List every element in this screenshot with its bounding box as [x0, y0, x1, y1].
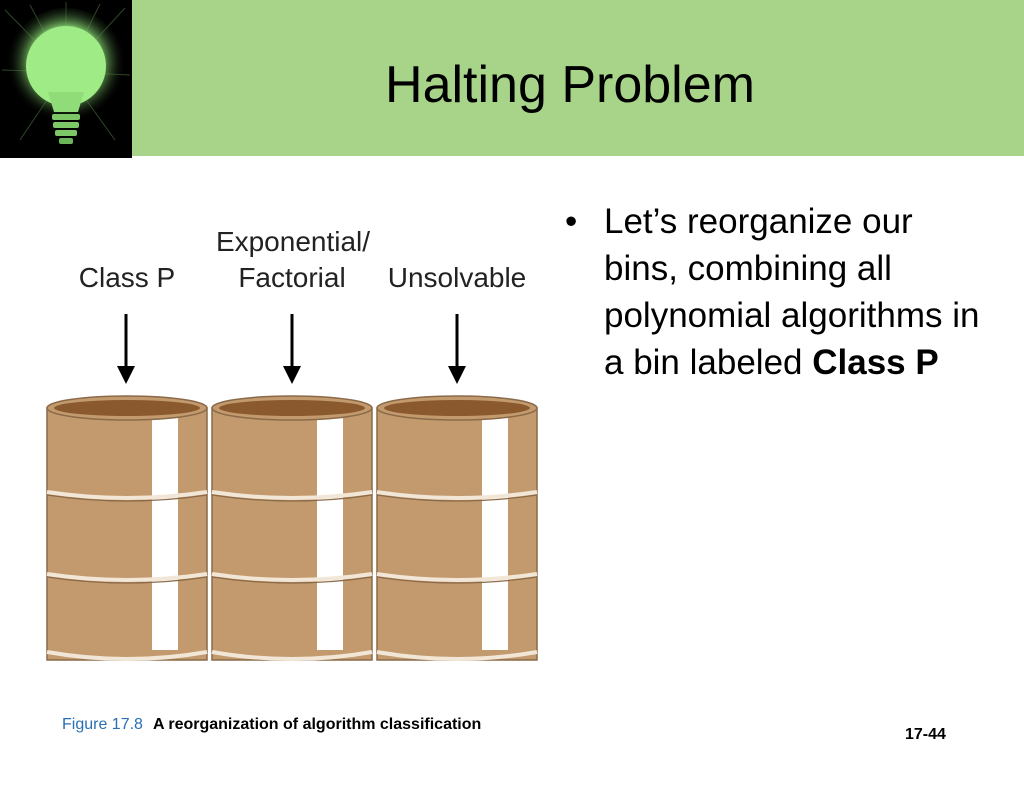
bullet-lead: Let’s reorganize our bins, combining all…: [604, 202, 980, 382]
arrow-unsolvable: [448, 314, 466, 384]
label-exponential: Exponential/: [215, 226, 371, 257]
slide-header: [0, 0, 1024, 156]
label-factorial: Factorial: [238, 262, 346, 293]
arrow-exponential: [283, 314, 301, 384]
label-unsolvable: Unsolvable: [387, 262, 527, 293]
bullet-text: Let’s reorganize our bins, combining all…: [604, 198, 984, 386]
bullet-marker: •: [565, 202, 578, 241]
figure-caption-text: A reorganization of algorithm classifica…: [152, 716, 482, 733]
label-class-p: Class P: [78, 262, 176, 293]
figure-number: Figure 17.8: [62, 716, 143, 733]
slide-title: Halting Problem: [385, 56, 755, 114]
page-number: 17-44: [905, 726, 946, 743]
barrel-exponential: [211, 395, 373, 661]
barrels-figure: [46, 314, 538, 661]
barrel-class-p: [46, 395, 208, 661]
figure-caption: Figure 17.8 A reorganization of algorithm…: [62, 716, 481, 734]
light-bulb-icon: [0, 0, 132, 158]
barrel-unsolvable: [376, 395, 538, 661]
bullet-bold-term: Class P: [812, 343, 939, 382]
arrow-class-p: [117, 314, 135, 384]
